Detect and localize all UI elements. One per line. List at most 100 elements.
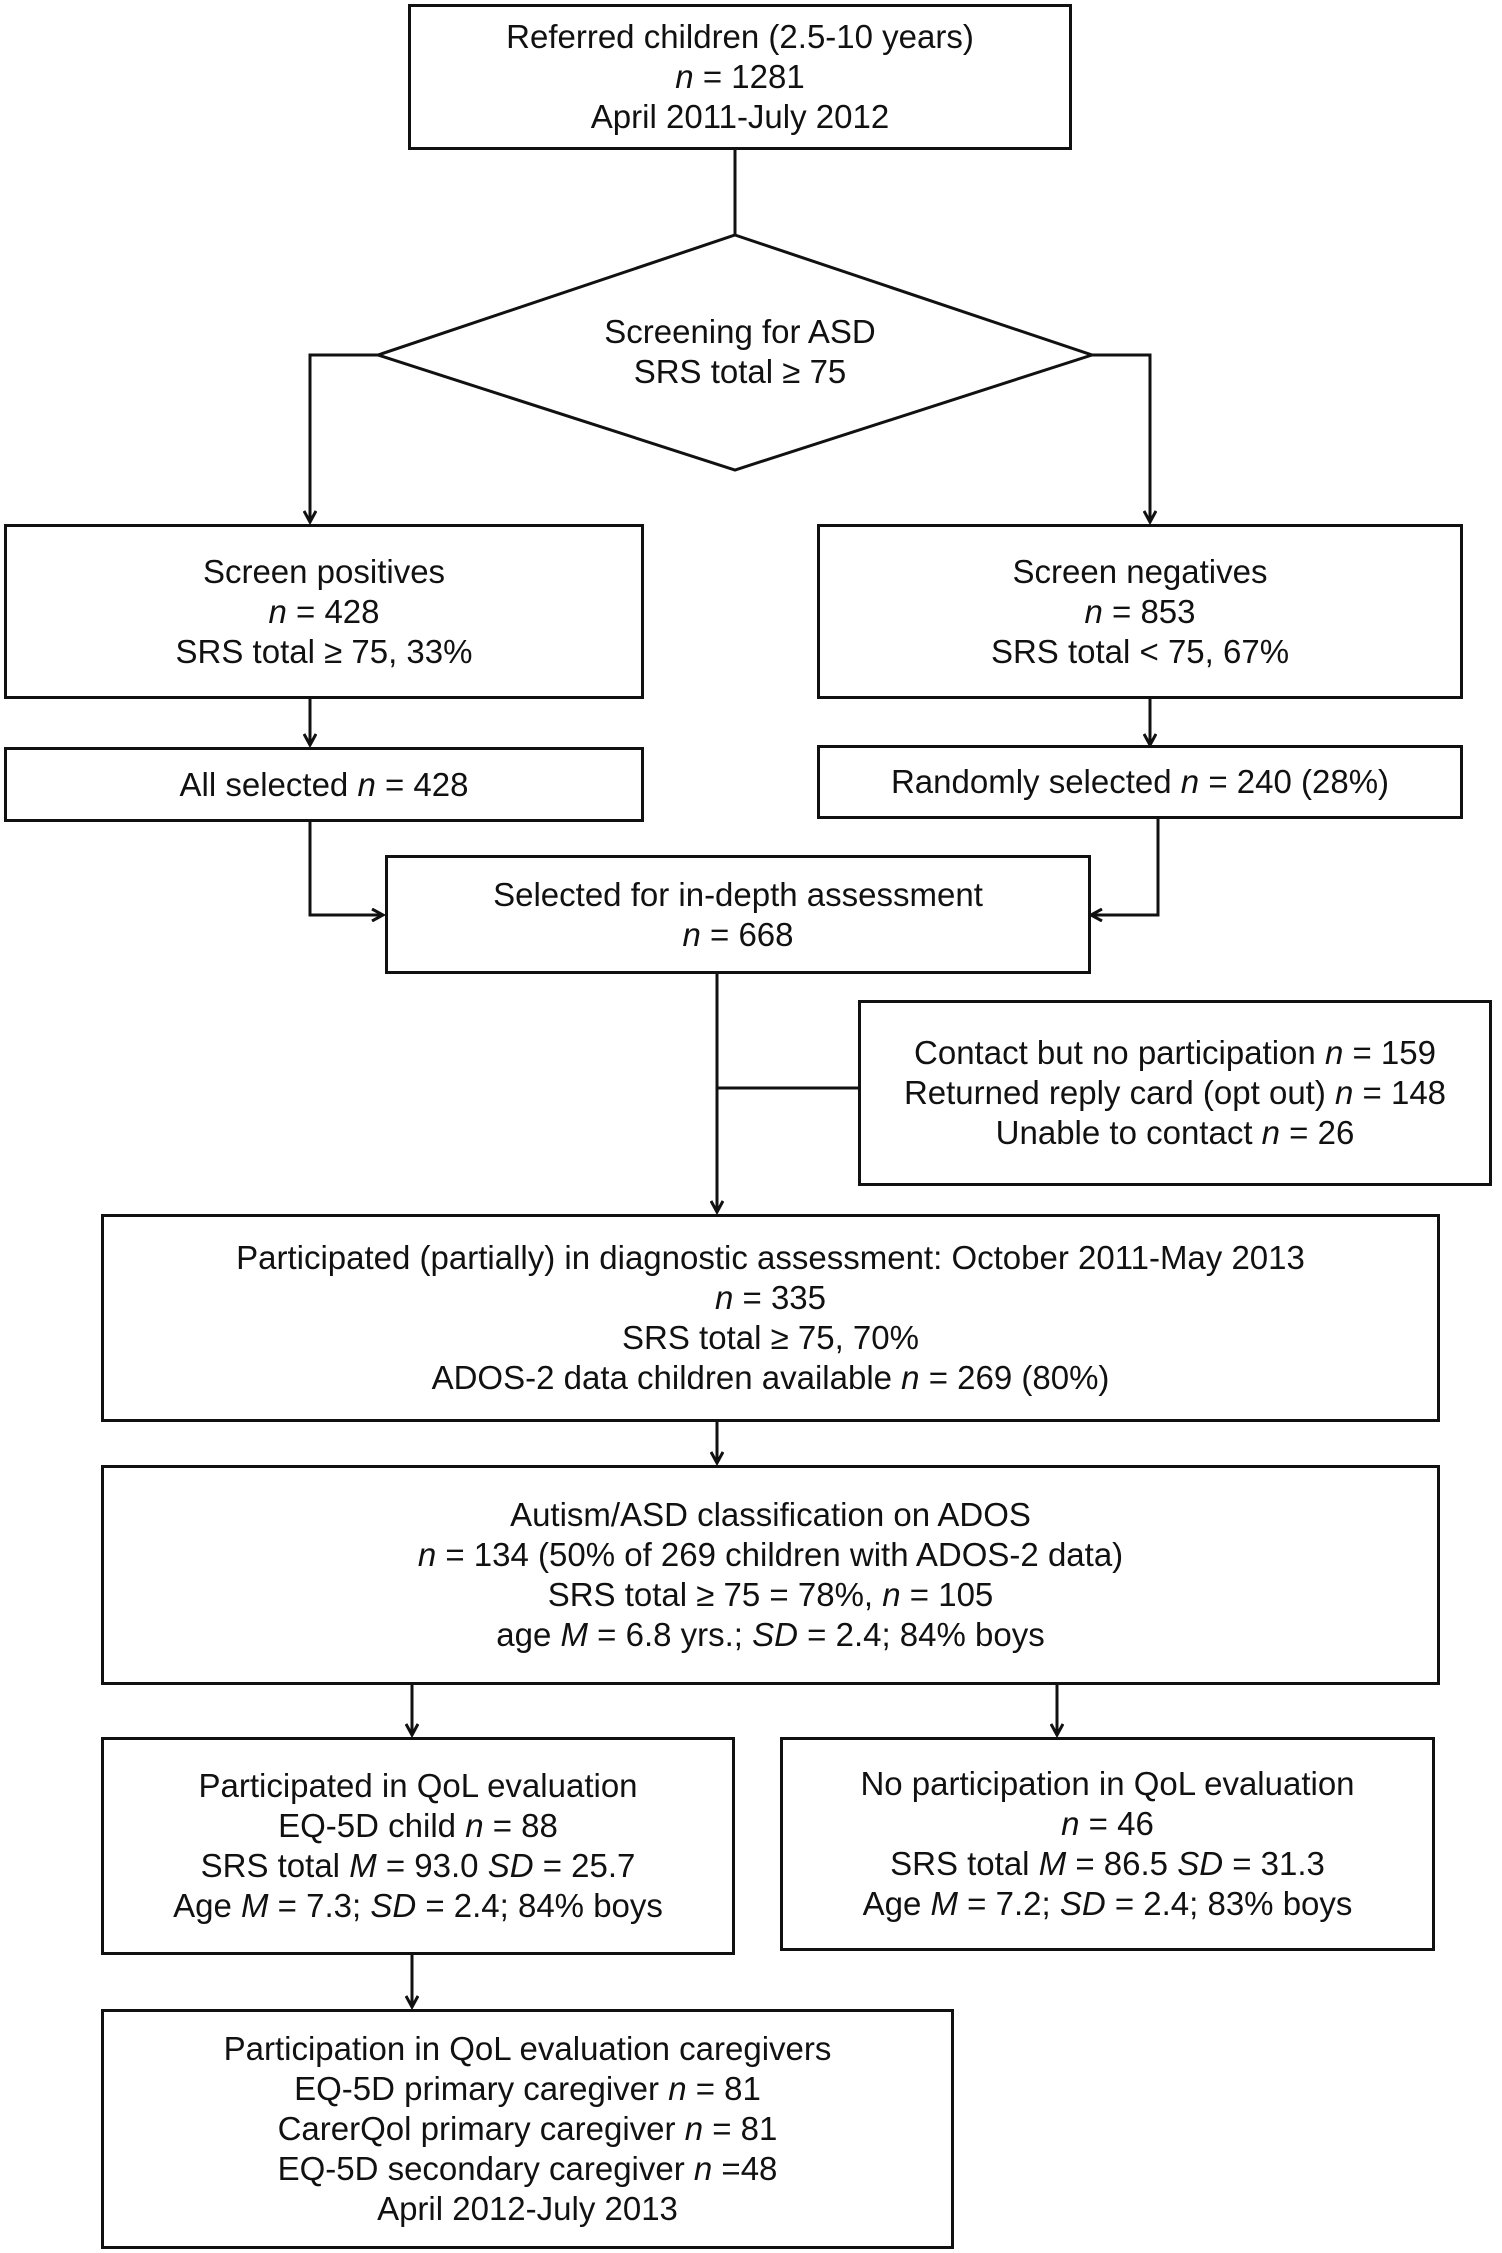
text-segment: = 428	[286, 592, 380, 630]
text-segment: EQ-5D secondary caregiver	[277, 2150, 694, 2187]
text-segment: SRS total < 75, 67%	[990, 632, 1290, 670]
node-text-line: n = 134 (50% of 269 children with ADOS-2…	[418, 1535, 1123, 1575]
text-segment: =48	[712, 2150, 778, 2187]
text-segment: Screen negatives	[1012, 552, 1268, 590]
text-segment: = 6.8 yrs.;	[587, 1616, 753, 1653]
node-text-line: n = 335	[715, 1278, 826, 1318]
node-text-line: SRS total M = 93.0 SD = 25.7	[201, 1846, 636, 1886]
text-segment: April 2011-July 2012	[590, 98, 890, 135]
node-text-line: Participated (partially) in diagnostic a…	[236, 1238, 1305, 1278]
text-segment: Selected for in-depth assessment	[493, 875, 983, 913]
node-text-line: SRS total M = 86.5 SD = 31.3	[890, 1844, 1325, 1884]
italic-symbol: SD	[487, 1847, 534, 1884]
italic-symbol: n	[357, 765, 376, 803]
text-segment: EQ-5D primary caregiver	[294, 2070, 669, 2107]
node-text-line: SRS total ≥ 75, 70%	[622, 1318, 919, 1358]
node-all-selected: All selected n = 428	[4, 747, 644, 822]
italic-symbol: SD	[1059, 1885, 1106, 1922]
text-segment: = 81	[686, 2070, 761, 2107]
text-segment: SRS total ≥ 75, 33%	[175, 632, 473, 670]
node-text-line: EQ-5D child n = 88	[278, 1806, 558, 1846]
text-segment: Participated (partially) in diagnostic a…	[236, 1239, 1305, 1276]
text-segment: = 2.4; 84% boys	[416, 1887, 663, 1924]
italic-symbol: M	[349, 1847, 377, 1884]
text-segment: = 269 (80%)	[919, 1359, 1110, 1396]
italic-symbol: M	[560, 1616, 588, 1653]
node-text-line: Selected for in-depth assessment	[493, 875, 983, 915]
arrow-to-screen-positives	[310, 353, 378, 522]
italic-symbol: n	[1324, 1034, 1344, 1071]
text-segment: = 46	[1079, 1805, 1154, 1842]
node-qol-caregivers: Participation in QoL evaluation caregive…	[101, 2009, 954, 2249]
node-text-line: Participation in QoL evaluation caregive…	[224, 2029, 832, 2069]
node-text-line: Participated in QoL evaluation	[198, 1766, 637, 1806]
node-text-line: CarerQol primary caregiver n = 81	[278, 2109, 778, 2149]
italic-symbol: n	[693, 2150, 713, 2187]
text-segment: SRS total ≥ 75 = 78%,	[547, 1576, 883, 1613]
node-text-line: Contact but no participation n = 159	[914, 1033, 1436, 1073]
text-segment: = 134 (50% of 269 children with ADOS-2 d…	[436, 1536, 1124, 1573]
text-segment: = 1281	[693, 58, 805, 95]
text-segment: Age	[173, 1887, 241, 1924]
screening-diamond	[373, 233, 1097, 472]
text-segment: = 148	[1353, 1074, 1447, 1111]
italic-symbol: n	[1180, 763, 1200, 800]
text-segment: ADOS-2 data children available	[431, 1359, 902, 1396]
text-segment: = 25.7	[533, 1847, 636, 1884]
node-participated-diagnostic: Participated (partially) in diagnostic a…	[101, 1214, 1440, 1422]
node-text-line: SRS total ≥ 75	[520, 352, 960, 392]
text-segment: = 7.3;	[268, 1887, 371, 1924]
italic-symbol: n	[675, 58, 694, 95]
node-text-line: Unable to contact n = 26	[996, 1113, 1355, 1153]
italic-symbol: n	[901, 1359, 920, 1396]
italic-symbol: n	[465, 1807, 484, 1844]
node-text-line: n = 428	[268, 592, 379, 632]
text-segment: SRS total ≥ 75, 70%	[622, 1319, 919, 1356]
node-text-line: All selected n = 428	[180, 765, 469, 805]
node-text-line: SRS total < 75, 67%	[991, 632, 1289, 672]
text-segment: = 86.5	[1066, 1845, 1178, 1882]
text-segment: Unable to contact	[995, 1114, 1262, 1151]
node-text-line: ADOS-2 data children available n = 269 (…	[432, 1358, 1110, 1398]
node-text-line: Autism/ASD classification on ADOS	[510, 1495, 1031, 1535]
italic-symbol: n	[668, 2070, 687, 2107]
node-text-line: n = 668	[682, 915, 793, 955]
text-segment: = 668	[700, 915, 794, 953]
node-text-line: n = 46	[1061, 1804, 1154, 1844]
node-text-line: Age M = 7.3; SD = 2.4; 84% boys	[173, 1886, 663, 1926]
node-text-line: No participation in QoL evaluation	[860, 1764, 1354, 1804]
node-text-line: Screen negatives	[1013, 552, 1268, 592]
text-segment: Participated in QoL evaluation	[198, 1767, 638, 1804]
text-segment: Screening for ASD	[604, 313, 876, 350]
text-segment: Returned reply card (opt out)	[903, 1074, 1335, 1111]
text-segment: Participation in QoL evaluation caregive…	[223, 2030, 832, 2067]
arrow-all-selected-to-indepth	[308, 820, 383, 915]
node-text-line: Randomly selected n = 240 (28%)	[891, 762, 1389, 802]
text-segment: April 2012-July 2013	[377, 2190, 678, 2227]
text-segment: = 159	[1343, 1034, 1436, 1071]
text-segment: No participation in QoL evaluation	[860, 1765, 1355, 1802]
italic-symbol: M	[240, 1887, 269, 1924]
italic-symbol: n	[882, 1576, 901, 1613]
node-text-line: Age M = 7.2; SD = 2.4; 83% boys	[863, 1884, 1353, 1924]
text-segment: Autism/ASD classification on ADOS	[510, 1496, 1031, 1533]
italic-symbol: n	[1261, 1114, 1281, 1151]
text-segment: = 88	[483, 1807, 558, 1844]
italic-symbol: n	[1061, 1805, 1080, 1842]
text-segment: = 105	[900, 1576, 994, 1613]
text-segment: CarerQol primary caregiver	[277, 2110, 685, 2147]
italic-symbol: SD	[1177, 1845, 1224, 1882]
node-text-line: EQ-5D primary caregiver n = 81	[294, 2069, 761, 2109]
node-referred-children: Referred children (2.5-10 years)n = 1281…	[408, 4, 1072, 150]
italic-symbol: n	[682, 915, 701, 953]
node-text-line: n = 1281	[675, 57, 804, 97]
italic-symbol: M	[1038, 1845, 1067, 1882]
text-segment: Contact but no participation	[914, 1034, 1325, 1071]
text-segment: Age	[862, 1885, 931, 1922]
arrow-randomly-to-indepth	[1091, 817, 1160, 915]
